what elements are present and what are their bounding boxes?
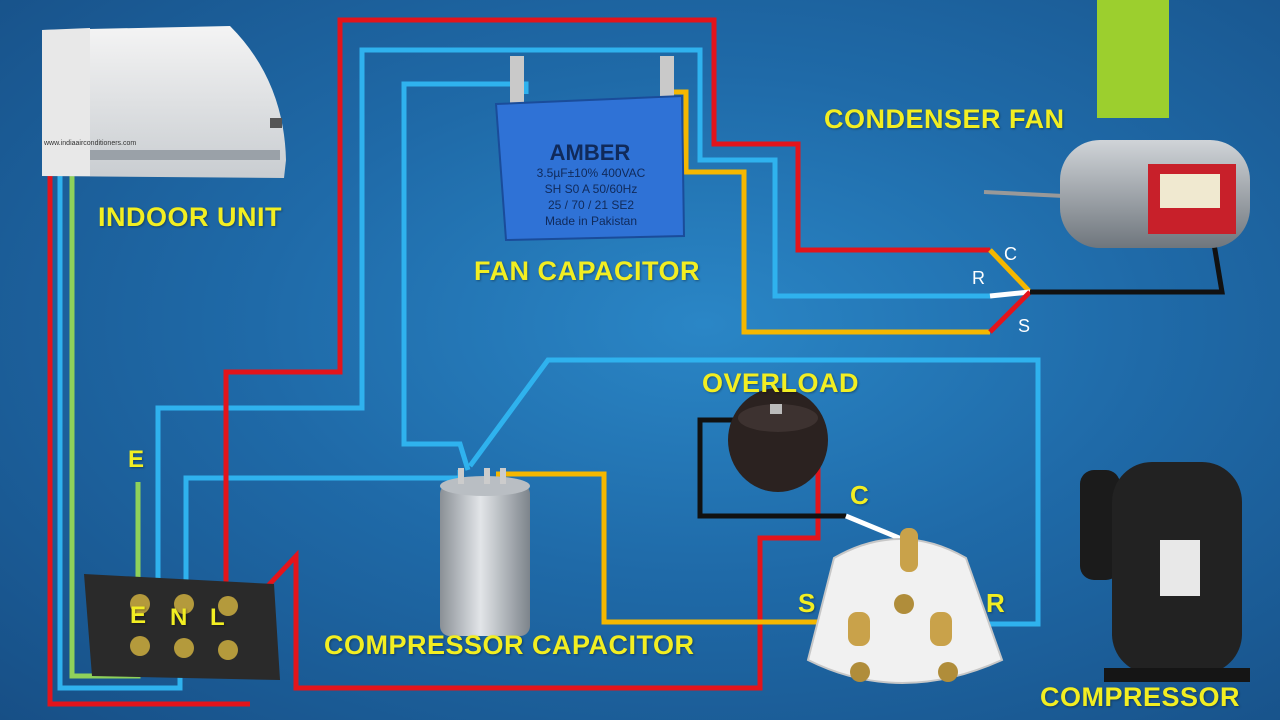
corner-accent — [1097, 0, 1169, 118]
indoor-unit-label: INDOOR UNIT — [98, 202, 282, 232]
terminal-e-top-label: E — [128, 446, 145, 473]
terminal-l-label: L — [210, 604, 226, 631]
compressor-label: COMPRESSOR — [1040, 682, 1241, 712]
wires — [47, 17, 1225, 707]
compressor-capacitor — [440, 468, 530, 636]
condenser-fan-motor — [983, 140, 1250, 248]
fancap-start-wire — [668, 89, 990, 335]
fan-s-lead — [988, 290, 1032, 334]
fan-terminal-c: C — [1004, 244, 1017, 264]
terminal-e-label: E — [130, 602, 147, 629]
compressor-terminal-c: C — [850, 480, 870, 510]
compressor-terminal-r: R — [986, 588, 1006, 618]
line-main-wire — [223, 17, 990, 622]
fan-capacitor-brand: AMBER — [549, 140, 631, 165]
overload-common-wire — [697, 417, 846, 519]
overload-label: OVERLOAD — [702, 368, 860, 398]
indoor-unit-website: www.indiaairconditioners.com — [44, 140, 137, 147]
compcap-start-wire — [496, 471, 860, 625]
line-overload-wire — [230, 428, 821, 691]
compressor — [1080, 462, 1250, 682]
fan-capacitor — [494, 56, 686, 242]
fan-capacitor-line4: Made in Pakistan — [544, 214, 638, 228]
fan-capacitor-line3: 25 / 70 / 21 SE2 — [547, 198, 635, 212]
fan-terminal-s: S — [1018, 316, 1031, 336]
indoor-line-wire — [47, 172, 250, 707]
fan-terminal-r: R — [972, 268, 985, 288]
compressor-capacitor-label: COMPRESSOR CAPACITOR — [324, 630, 695, 660]
compcap-run-wire — [467, 357, 1041, 627]
fan-c-lead — [988, 248, 1032, 294]
overload-device — [728, 388, 828, 492]
fancap-compcap-wire — [401, 81, 529, 471]
fan-r-lead — [989, 289, 1031, 299]
condenser-fan-label: CONDENSER FAN — [824, 104, 1065, 134]
indoor-unit — [42, 26, 286, 178]
overload-common-white — [845, 513, 905, 543]
terminal-block — [84, 574, 280, 680]
fan-capacitor-label: FAN CAPACITOR — [474, 256, 701, 286]
fan-capacitor-line2: SH S0 A 50/60Hz — [544, 182, 638, 196]
fan-capacitor-line1: 3.5µF±10% 400VAC — [536, 166, 646, 180]
compressor-terminal-s: S — [798, 588, 816, 618]
compressor-terminal-plug — [806, 528, 1004, 684]
fan-common-wire — [1030, 243, 1225, 295]
terminal-n-label: N — [170, 604, 188, 631]
